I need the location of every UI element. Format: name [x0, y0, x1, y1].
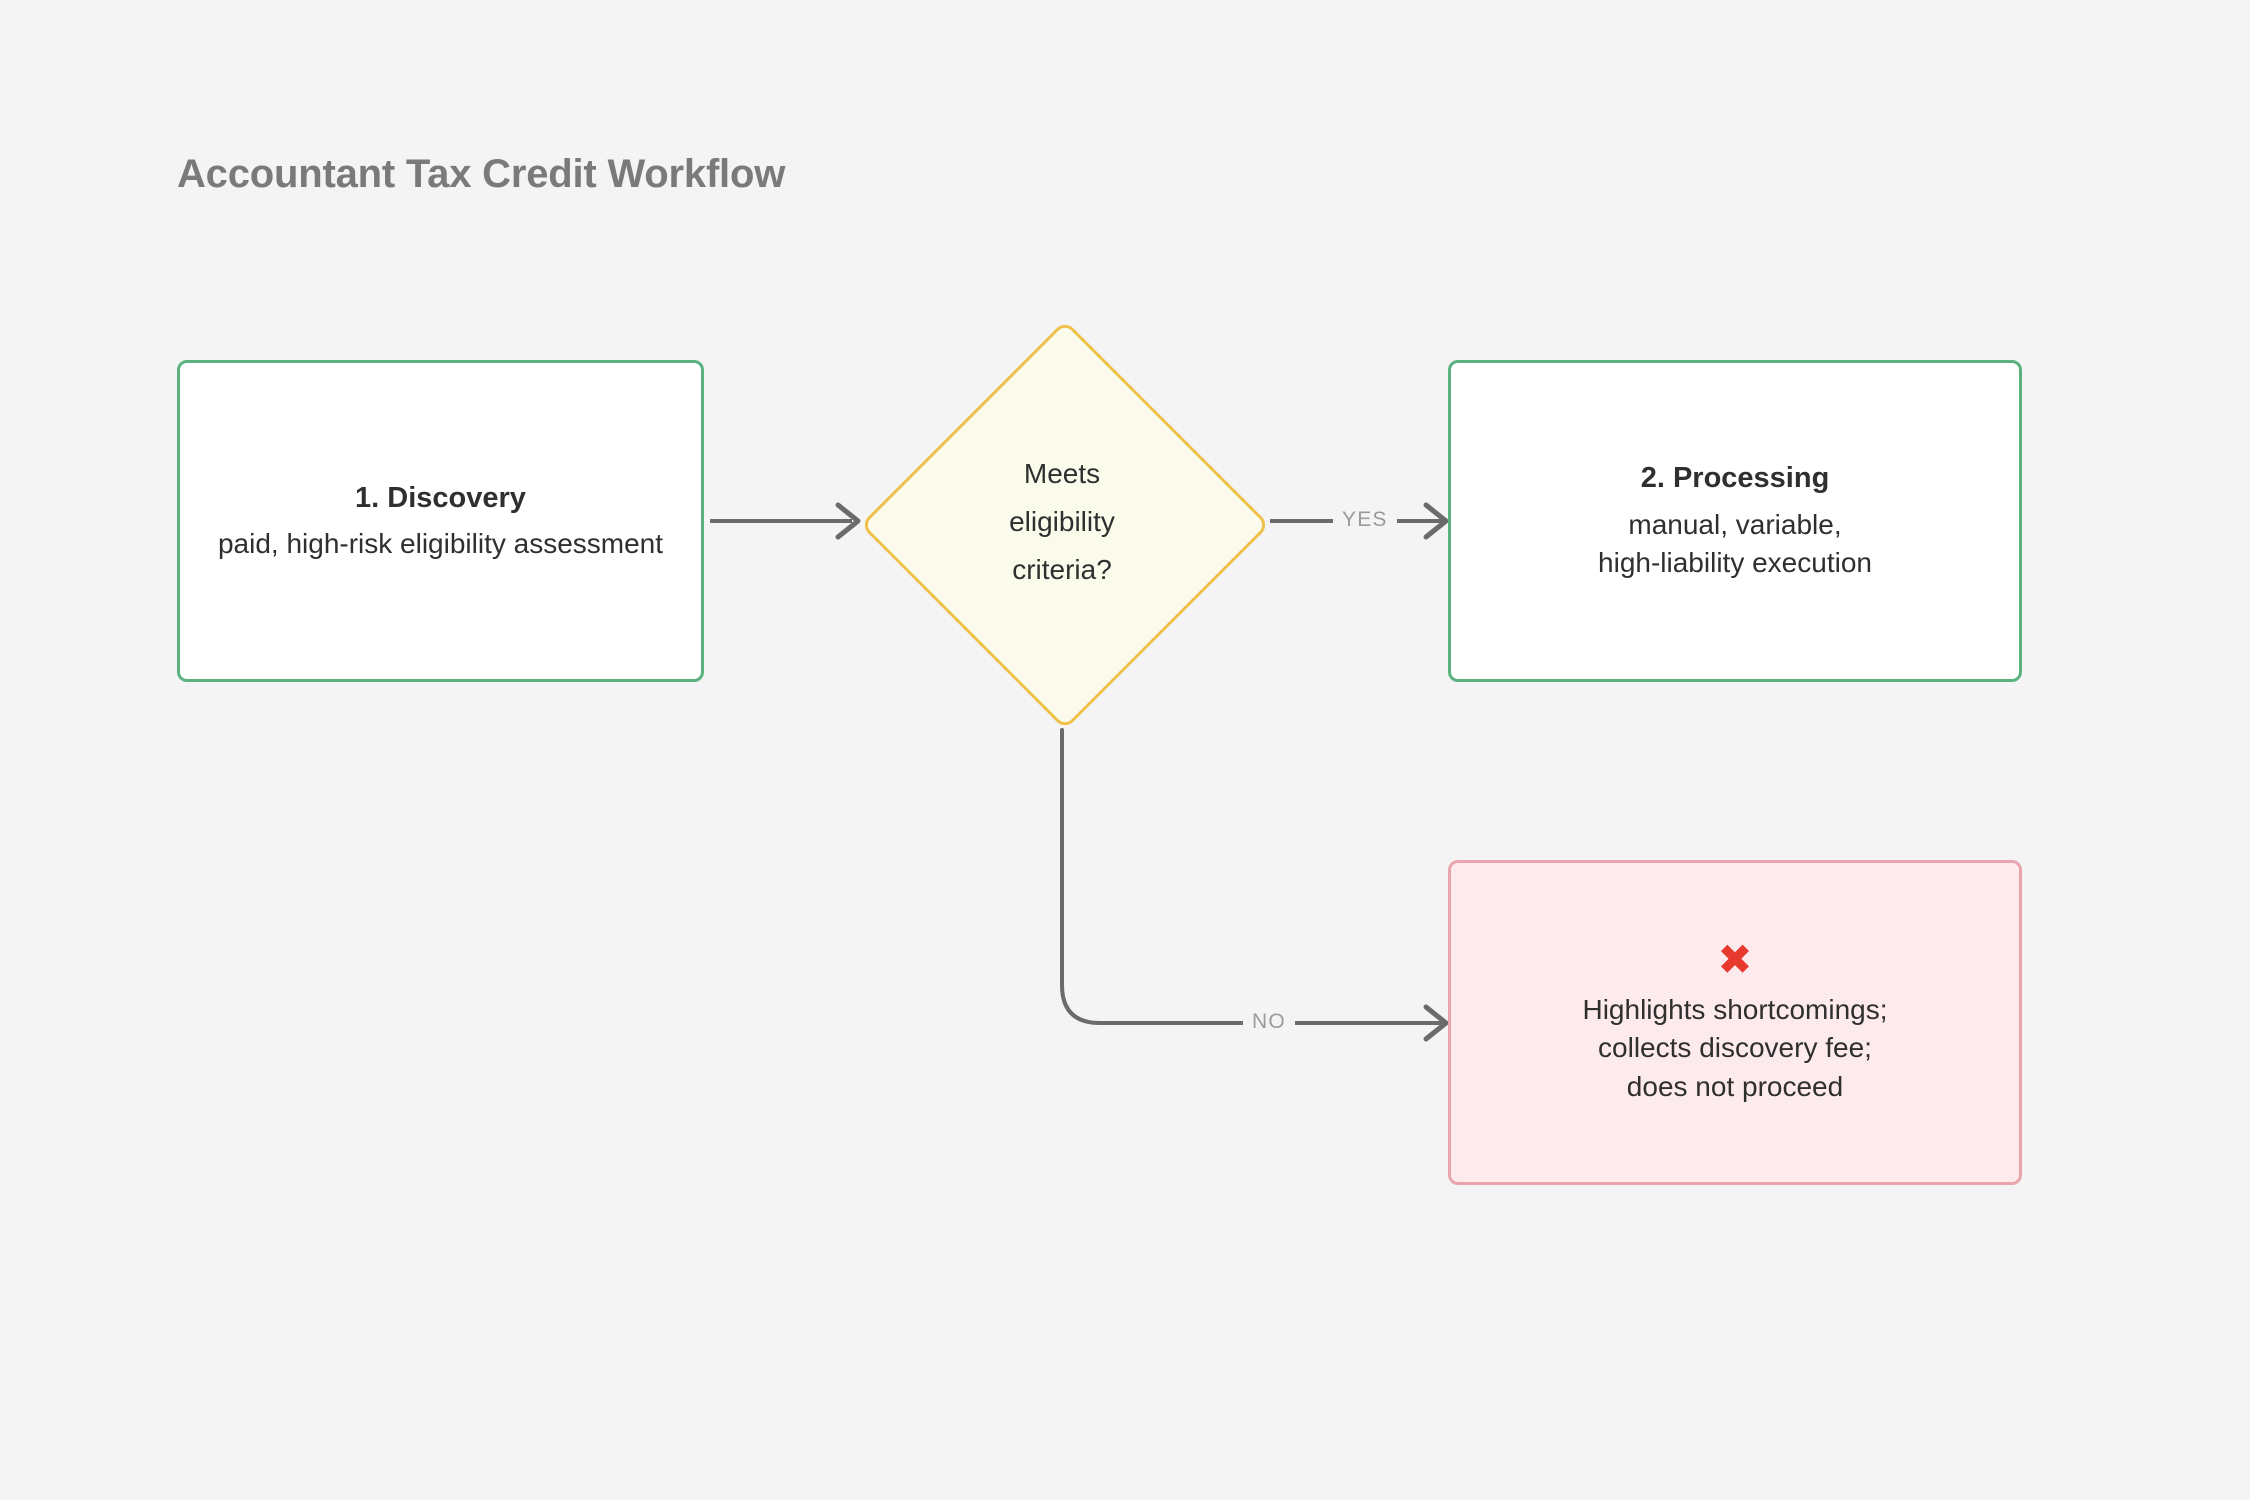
- node-decision-line-3: criteria?: [1012, 554, 1112, 586]
- node-processing[interactable]: 2. Processing manual, variable, high-lia…: [1448, 360, 2022, 682]
- node-discovery[interactable]: 1. Discovery paid, high-risk eligibility…: [177, 360, 704, 682]
- edge-discovery-to-decision: [710, 502, 861, 540]
- node-rejection-text: Highlights shortcomings; collects discov…: [1582, 991, 1887, 1107]
- edge-decision-no: [1060, 728, 1449, 1042]
- node-discovery-title: 1. Discovery: [355, 481, 526, 514]
- node-processing-description-line-2: high-liability execution: [1598, 547, 1872, 579]
- node-decision-line-2: eligibility: [1009, 505, 1115, 537]
- node-processing-title: 2. Processing: [1640, 462, 1830, 495]
- node-discovery-description: paid, high-risk eligibility assessment: [217, 527, 664, 559]
- node-rejection-line-3: does not proceed: [1626, 1070, 1844, 1102]
- node-decision[interactable]: Meets eligibility criteria?: [859, 319, 1271, 731]
- edge-label-no: NO: [1243, 1010, 1295, 1034]
- node-processing-description-line-1: manual, variable,: [1628, 508, 1842, 540]
- node-rejection-line-2: collects discovery fee;: [1598, 1032, 1872, 1064]
- node-processing-description: manual, variable, high-liability executi…: [1598, 506, 1872, 583]
- node-decision-line-1: Meets: [1023, 457, 1101, 489]
- node-rejection-line-1: Highlights shortcomings;: [1582, 993, 1888, 1025]
- node-rejection[interactable]: ✖ Highlights shortcomings; collects disc…: [1448, 860, 2022, 1185]
- edge-label-yes: YES: [1333, 508, 1397, 532]
- cross-mark-icon: ✖: [1717, 934, 1753, 984]
- page-title: Accountant Tax Credit Workflow: [177, 152, 786, 196]
- node-decision-label: Meets eligibility criteria?: [862, 322, 1262, 722]
